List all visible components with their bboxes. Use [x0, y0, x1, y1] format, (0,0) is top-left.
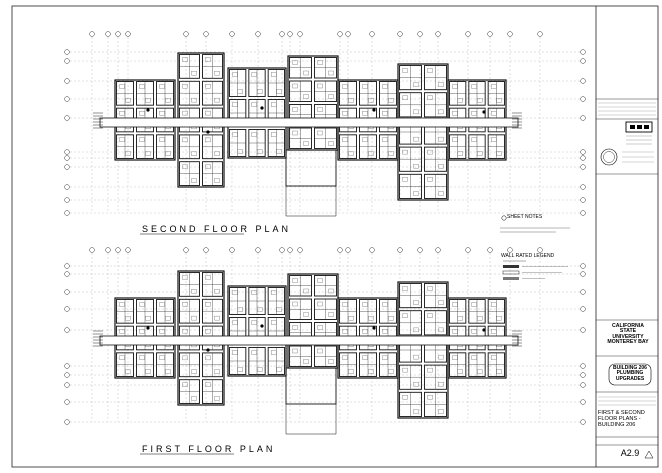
drawing-title: FIRST & SECOND FLOOR PLANS - BUILDING 20…	[598, 410, 645, 428]
professional-seal	[600, 148, 618, 166]
sheet-border	[11, 5, 659, 468]
sheet-number: A2.9	[620, 448, 640, 458]
second-floor-plan	[93, 52, 522, 217]
title-block	[596, 98, 658, 459]
sheet-notes	[500, 215, 570, 233]
project-name-box	[608, 363, 652, 386]
north-arrow-icon	[644, 450, 654, 459]
second-floor-plan-title: SECOND FLOOR PLAN	[142, 224, 292, 234]
firm-logo	[625, 121, 653, 133]
client-name: CALIFORNIA STATE UNIVERSITY MONTEREY BAY	[607, 323, 649, 346]
sheet-notes-label: SHEET NOTES	[507, 214, 543, 220]
project-name: BUILDING 206 PLUMBING UPGRADES	[613, 365, 647, 382]
first-floor-plan	[93, 270, 522, 435]
first-floor-plan-title: FIRST FLOOR PLAN	[142, 444, 276, 454]
wall-rated-legend-label: WALL RATED LEGEND	[501, 253, 555, 259]
wall-rated-legend	[502, 260, 568, 280]
